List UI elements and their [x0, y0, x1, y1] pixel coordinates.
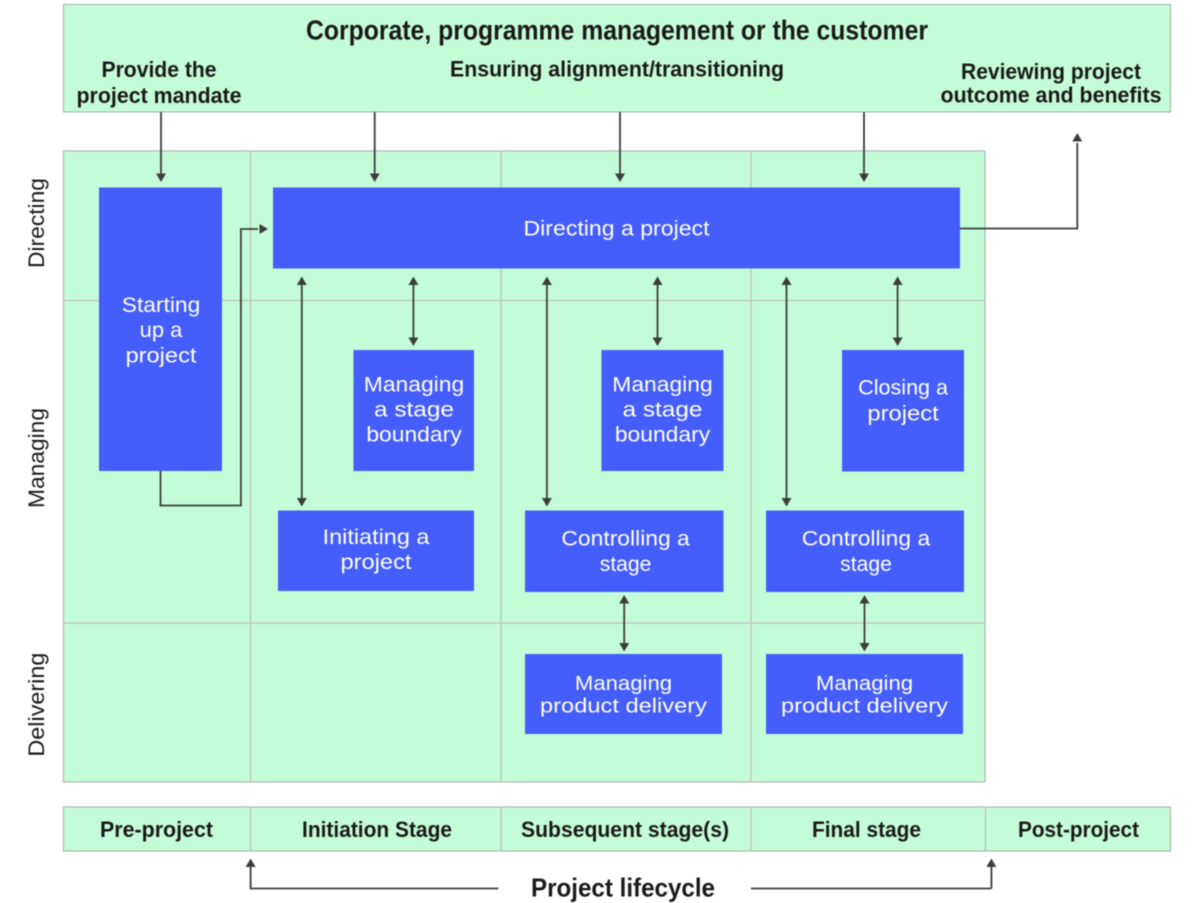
svg-text:project: project: [867, 401, 938, 425]
svg-text:Directing: Directing: [24, 178, 49, 268]
svg-text:product delivery: product delivery: [540, 695, 708, 718]
svg-text:project: project: [341, 550, 412, 574]
svg-text:Initiation Stage: Initiation Stage: [302, 817, 452, 842]
svg-text:Controlling a: Controlling a: [561, 527, 689, 551]
svg-text:Provide the: Provide the: [102, 57, 217, 82]
svg-text:Post-project: Post-project: [1018, 817, 1140, 842]
svg-text:outcome and benefits: outcome and benefits: [941, 83, 1162, 108]
svg-text:boundary: boundary: [366, 423, 462, 447]
svg-text:Directing a project: Directing a project: [524, 217, 710, 241]
svg-text:up a: up a: [140, 318, 183, 342]
svg-text:Managing: Managing: [364, 372, 464, 396]
svg-text:a stage: a stage: [623, 398, 703, 422]
svg-text:Managing: Managing: [575, 672, 672, 695]
svg-text:Corporate, programme managemen: Corporate, programme management or the c…: [306, 15, 928, 46]
svg-text:stage: stage: [600, 552, 652, 576]
svg-text:product delivery: product delivery: [781, 695, 949, 718]
svg-text:Subsequent stage(s): Subsequent stage(s): [521, 817, 729, 842]
svg-text:Reviewing project: Reviewing project: [961, 59, 1142, 84]
svg-text:Project lifecycle: Project lifecycle: [531, 873, 715, 903]
svg-text:Delivering: Delivering: [24, 653, 49, 757]
svg-text:Starting: Starting: [122, 293, 201, 317]
svg-text:Managing: Managing: [612, 372, 712, 396]
svg-text:Controlling a: Controlling a: [802, 527, 930, 551]
svg-text:stage: stage: [840, 552, 892, 576]
svg-text:Closing a: Closing a: [858, 376, 948, 400]
svg-text:Initiating a: Initiating a: [323, 525, 430, 549]
svg-text:Final stage: Final stage: [812, 817, 921, 842]
svg-text:Managing: Managing: [816, 672, 913, 695]
svg-text:Pre-project: Pre-project: [100, 817, 214, 842]
svg-text:project: project: [126, 343, 197, 367]
svg-text:project mandate: project mandate: [77, 83, 242, 108]
svg-text:a stage: a stage: [374, 398, 454, 422]
svg-text:Ensuring alignment/transitioni: Ensuring alignment/transitioning: [450, 57, 784, 82]
svg-text:boundary: boundary: [615, 423, 711, 447]
svg-text:Managing: Managing: [24, 408, 49, 508]
